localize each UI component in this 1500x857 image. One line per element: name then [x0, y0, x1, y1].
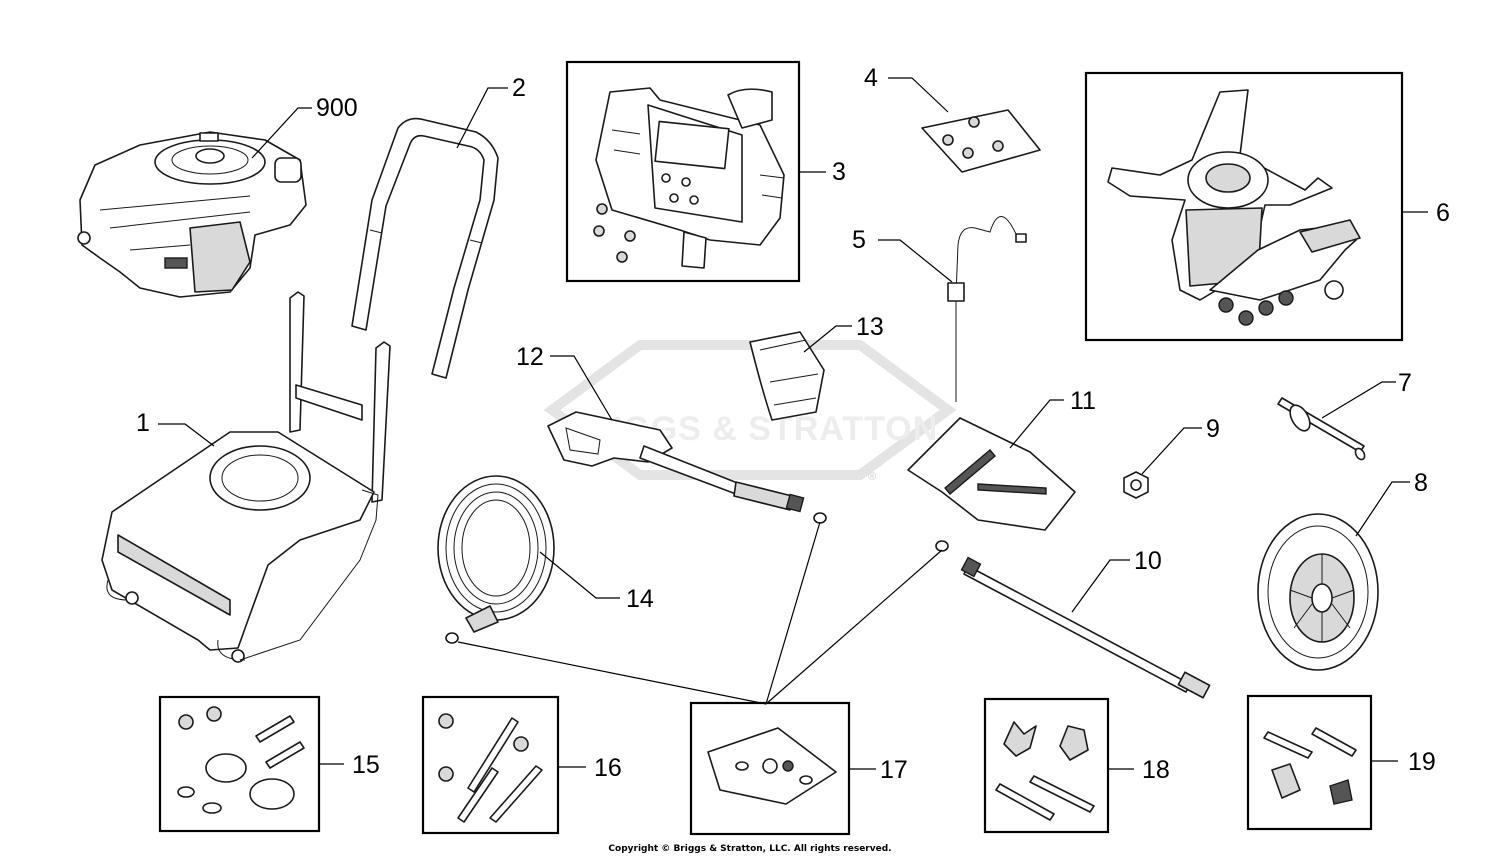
callout-8: 8: [1414, 469, 1428, 497]
o-ring-gun: [813, 512, 827, 524]
nozzle-kit-part-4[interactable]: [921, 109, 1041, 173]
hardware-box-16: [421, 695, 560, 835]
callout-18: 18: [1142, 756, 1170, 784]
callout-7: 7: [1398, 369, 1412, 397]
wand-part-10[interactable]: [935, 540, 1211, 699]
watermark-registered: ®: [868, 471, 876, 483]
copyright-notice: Copyright © Briggs & Stratton, LLC. All …: [608, 844, 891, 854]
mount-hardware-part-15[interactable]: [177, 706, 305, 814]
callout-14: 14: [626, 585, 654, 613]
callout-9: 9: [1206, 415, 1220, 443]
knob-box-18: [983, 697, 1110, 834]
callout-17: 17: [880, 756, 908, 784]
callout-10: 10: [1134, 547, 1162, 575]
leader-gun-oring: [765, 521, 821, 705]
wheel-part-8[interactable]: [1257, 513, 1379, 671]
nut-part-9[interactable]: [1123, 471, 1149, 499]
frame-part-1[interactable]: [101, 291, 391, 663]
callout-16: 16: [594, 754, 622, 782]
callout-11: 11: [1070, 387, 1096, 415]
pump-box-6: [1084, 71, 1404, 342]
knob-kit-part-18[interactable]: [995, 721, 1095, 821]
callout-1: 1: [136, 409, 150, 437]
callout-15: 15: [352, 751, 380, 779]
leader-hose-oring: [457, 641, 767, 705]
callout-12: 12: [516, 343, 544, 371]
gun-holder-part-13[interactable]: [749, 331, 825, 421]
bolt-kit-part-16[interactable]: [438, 713, 543, 823]
callout-13: 13: [856, 313, 884, 341]
brand-watermark: BRIGGS & STRATTON ®: [543, 340, 957, 483]
bolt-kit-part-19[interactable]: [1263, 727, 1357, 805]
oring-kit-part-17[interactable]: [707, 727, 837, 805]
pump-part-6[interactable]: [1107, 89, 1361, 326]
callout-900: 900: [316, 94, 358, 122]
handle-part-2[interactable]: [351, 117, 499, 379]
callout-6: 6: [1436, 199, 1450, 227]
axle-part-7[interactable]: [1277, 397, 1366, 461]
hardware-bag-part-11[interactable]: [907, 417, 1076, 531]
callout-19: 19: [1408, 748, 1436, 776]
spray-gun-part-12[interactable]: [547, 411, 805, 513]
panel-screws: [593, 203, 636, 263]
chemical-tube-part-5[interactable]: [947, 216, 1027, 402]
callout-5: 5: [852, 226, 866, 254]
callout-3: 3: [832, 158, 846, 186]
leader-wand-oring: [765, 549, 943, 705]
engine-part-900[interactable]: [77, 131, 307, 298]
callout-4: 4: [864, 64, 878, 92]
control-panel-part-3[interactable]: [593, 87, 785, 269]
hose-part-14[interactable]: [437, 475, 555, 644]
bolt-box-19: [1246, 694, 1373, 831]
callout-2: 2: [512, 74, 526, 102]
